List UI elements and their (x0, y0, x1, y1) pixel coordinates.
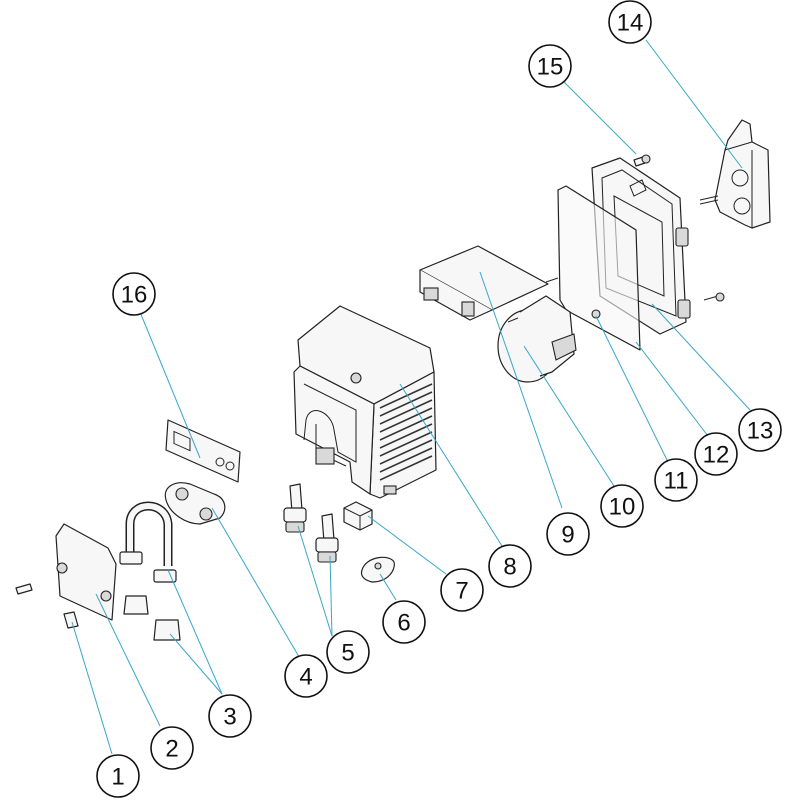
part-2-front-plate (55, 523, 117, 621)
callout-11: 11 (654, 458, 698, 502)
callout-10: 10 (600, 484, 644, 528)
callout-14-label: 14 (617, 10, 644, 37)
leader-11 (595, 315, 669, 463)
part-9-circuit-board (419, 245, 549, 321)
callout-14: 14 (608, 0, 652, 44)
leader-5b (329, 555, 333, 637)
part-12-transparent-panel (557, 185, 641, 351)
part-11-screws (545, 277, 725, 319)
part-5-fittings (283, 483, 339, 563)
part-1-screws (15, 583, 79, 629)
callout-9-label: 9 (561, 522, 574, 549)
leader-1 (71, 621, 113, 755)
leader-9 (479, 271, 563, 509)
callout-3-label: 3 (223, 704, 236, 731)
part-15-screw (633, 154, 651, 167)
callout-2: 2 (150, 726, 194, 770)
leader-6 (379, 573, 397, 601)
leader-12 (635, 341, 709, 437)
leader-4 (211, 507, 303, 663)
part-6-gasket (360, 556, 395, 583)
leader-lines (71, 39, 751, 755)
leader-7 (367, 515, 447, 575)
callout-15: 15 (528, 44, 572, 88)
callout-6-label: 6 (397, 610, 410, 637)
callout-2-label: 2 (165, 736, 178, 763)
callout-8-label: 8 (503, 554, 516, 581)
callout-4-label: 4 (299, 664, 312, 691)
callout-6: 6 (382, 600, 426, 644)
callout-13-label: 13 (747, 418, 774, 445)
leader-14 (645, 39, 743, 169)
callout-11-label: 11 (664, 468, 689, 495)
part-4-pump-head (164, 482, 226, 525)
part-10-motor (497, 295, 577, 383)
callout-3: 3 (208, 694, 252, 738)
callout-16: 16 (112, 272, 156, 316)
callout-7: 7 (440, 568, 484, 612)
leader-5a (297, 525, 333, 637)
callout-15-label: 15 (537, 54, 564, 81)
leader-15 (563, 81, 637, 155)
callout-12: 12 (694, 432, 738, 476)
part-3-tubing-and-nuts (119, 501, 181, 641)
callout-9: 9 (546, 512, 590, 556)
callout-1-label: 1 (111, 764, 124, 791)
leader-16 (139, 311, 201, 459)
leader-3a (167, 569, 223, 695)
callout-10-label: 10 (609, 494, 636, 521)
leader-2 (95, 593, 161, 727)
callout-8: 8 (488, 544, 532, 588)
part-8-pump-housing (293, 305, 437, 499)
part-7-connector (343, 501, 373, 531)
callout-7-label: 7 (455, 578, 468, 605)
part-14-wall-bracket (699, 119, 771, 229)
leader-3b (169, 633, 223, 695)
leader-13 (651, 303, 751, 411)
callout-16-label: 16 (121, 282, 148, 309)
callout-1: 1 (96, 754, 140, 798)
callout-12-label: 12 (703, 442, 730, 469)
callout-13: 13 (738, 408, 782, 452)
part-16-label-panel (165, 419, 241, 483)
housing-fins (379, 383, 433, 481)
leader-8 (399, 383, 503, 547)
leader-10 (523, 345, 615, 487)
callout-5-label: 5 (341, 640, 354, 667)
callout-5: 5 (326, 630, 370, 674)
callout-4: 4 (284, 654, 328, 698)
